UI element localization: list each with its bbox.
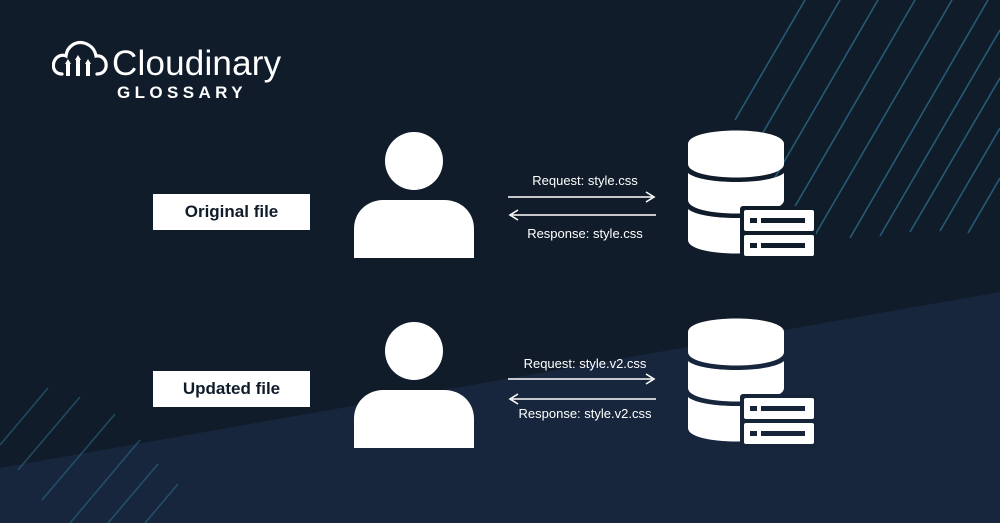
arrow-right-icon xyxy=(508,191,656,203)
request-label-original: Request: style.css xyxy=(532,173,638,188)
request-label-updated: Request: style.v2.css xyxy=(523,356,647,371)
response-label-updated: Response: style.v2.css xyxy=(518,406,652,421)
original-file-label: Original file xyxy=(153,194,310,230)
updated-file-label: Updated file xyxy=(153,371,310,407)
user-icon xyxy=(354,322,474,448)
arrow-left-icon xyxy=(508,209,656,221)
brand-subtitle: GLOSSARY xyxy=(117,83,247,102)
arrow-left-icon xyxy=(508,393,656,405)
cloud-logo-icon xyxy=(52,40,108,76)
user-icon xyxy=(354,132,474,258)
database-server-icon xyxy=(688,318,816,448)
arrow-right-icon xyxy=(508,373,656,385)
brand-name: Cloudinary xyxy=(112,44,282,83)
response-label-original: Response: style.css xyxy=(527,226,643,241)
database-server-icon xyxy=(688,130,816,260)
